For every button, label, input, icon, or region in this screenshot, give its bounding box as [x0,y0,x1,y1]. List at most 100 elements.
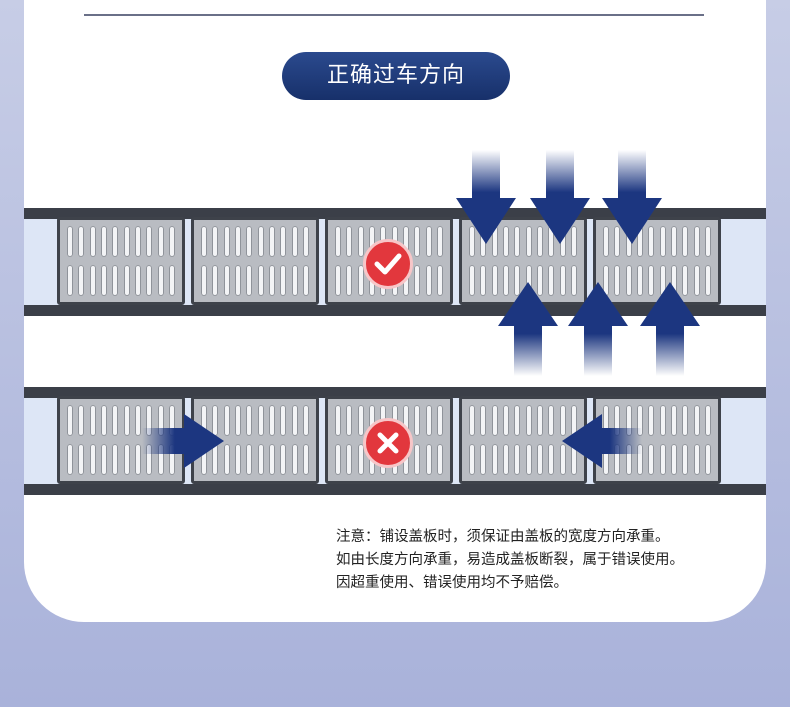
drain-slot [168,265,175,296]
grating-plate [191,217,319,305]
slot-row [603,265,711,296]
drain-slot [670,405,677,436]
drain-slot [335,265,341,296]
drain-slot [268,226,275,257]
wrong-channel [24,387,766,495]
slot-row [201,265,309,296]
drain-slot [603,265,609,296]
drain-slot [693,405,700,436]
slot-row [469,265,577,296]
drain-slot [570,405,577,436]
drain-slot [168,405,175,436]
drain-slot [480,444,487,475]
rail-bottom [24,305,766,316]
drain-slot [536,444,543,475]
drain-slot [357,226,364,257]
drain-slot [525,226,532,257]
grating-plate [593,217,721,305]
drain-slot [168,226,175,257]
drain-slot [112,265,119,296]
note-line: 因超重使用、错误使用均不予赔偿。 [336,575,568,591]
drain-slot [157,226,164,257]
drain-slot [548,265,555,296]
drain-slot [346,444,353,475]
drain-slot [168,444,175,475]
drain-slot [223,265,230,296]
drain-slot [67,226,73,257]
heading-label: 正确过车方向 [326,63,465,88]
drain-slot [636,405,643,436]
drain-slot [291,405,298,436]
load-arrows [142,150,700,468]
drain-slot [357,444,364,475]
drain-slot [491,444,498,475]
arrow-icon [498,282,558,376]
drain-slot [693,265,700,296]
drain-slot [682,226,689,257]
drain-slot [123,444,130,475]
drain-slot [257,444,264,475]
drain-slot [670,226,677,257]
arrow-icon [568,282,628,376]
drain-slot [223,444,230,475]
drain-slot [89,226,96,257]
drain-slot [280,226,287,257]
grating-plate [191,396,319,484]
slot-row [603,226,711,257]
drain-slot [648,444,655,475]
drain-slot [614,444,621,475]
drain-slot [514,444,521,475]
drain-slot [480,226,487,257]
drain-slot [201,265,207,296]
drain-slot [146,405,153,436]
drain-slot [502,405,509,436]
drain-slot [146,444,153,475]
drain-slot [469,444,475,475]
drain-slot [234,265,241,296]
cross-icon [363,418,413,468]
check-icon [363,239,413,289]
drain-slot [302,444,309,475]
drain-slot [223,405,230,436]
drain-slot [636,226,643,257]
top-divider [84,14,704,16]
drain-slot [146,265,153,296]
drain-slot [134,226,141,257]
drain-slot [78,226,85,257]
note-line: 注意：铺设盖板时，须保证由盖板的宽度方向承重。 [336,529,670,545]
drain-slot [570,265,577,296]
drain-slot [291,444,298,475]
drain-slot [302,265,309,296]
drain-slot [491,265,498,296]
drain-slot [704,265,711,296]
arrow-icon [530,150,590,244]
drain-slot [78,444,85,475]
arrow-icon [562,414,642,468]
drain-slot [100,265,107,296]
drain-slot [246,226,253,257]
slot-row [67,226,175,257]
drain-slot [89,265,96,296]
drain-slot [425,265,432,296]
drain-slot [402,405,409,436]
drain-slot [414,265,421,296]
drain-slot [648,405,655,436]
drain-slot [603,405,609,436]
drain-slot [268,265,275,296]
slot-row [201,226,309,257]
drain-slot [682,444,689,475]
drain-slot [469,226,475,257]
drain-slot [78,405,85,436]
drain-slot [268,405,275,436]
drain-slot [223,226,230,257]
drain-slot [659,444,666,475]
drain-slot [212,444,219,475]
drain-slot [201,444,207,475]
drain-slot [548,405,555,436]
drain-slot [246,405,253,436]
drain-slot [368,226,375,257]
drain-slot [480,265,487,296]
slot-row [469,226,577,257]
drain-slot [525,405,532,436]
drain-slot [246,444,253,475]
